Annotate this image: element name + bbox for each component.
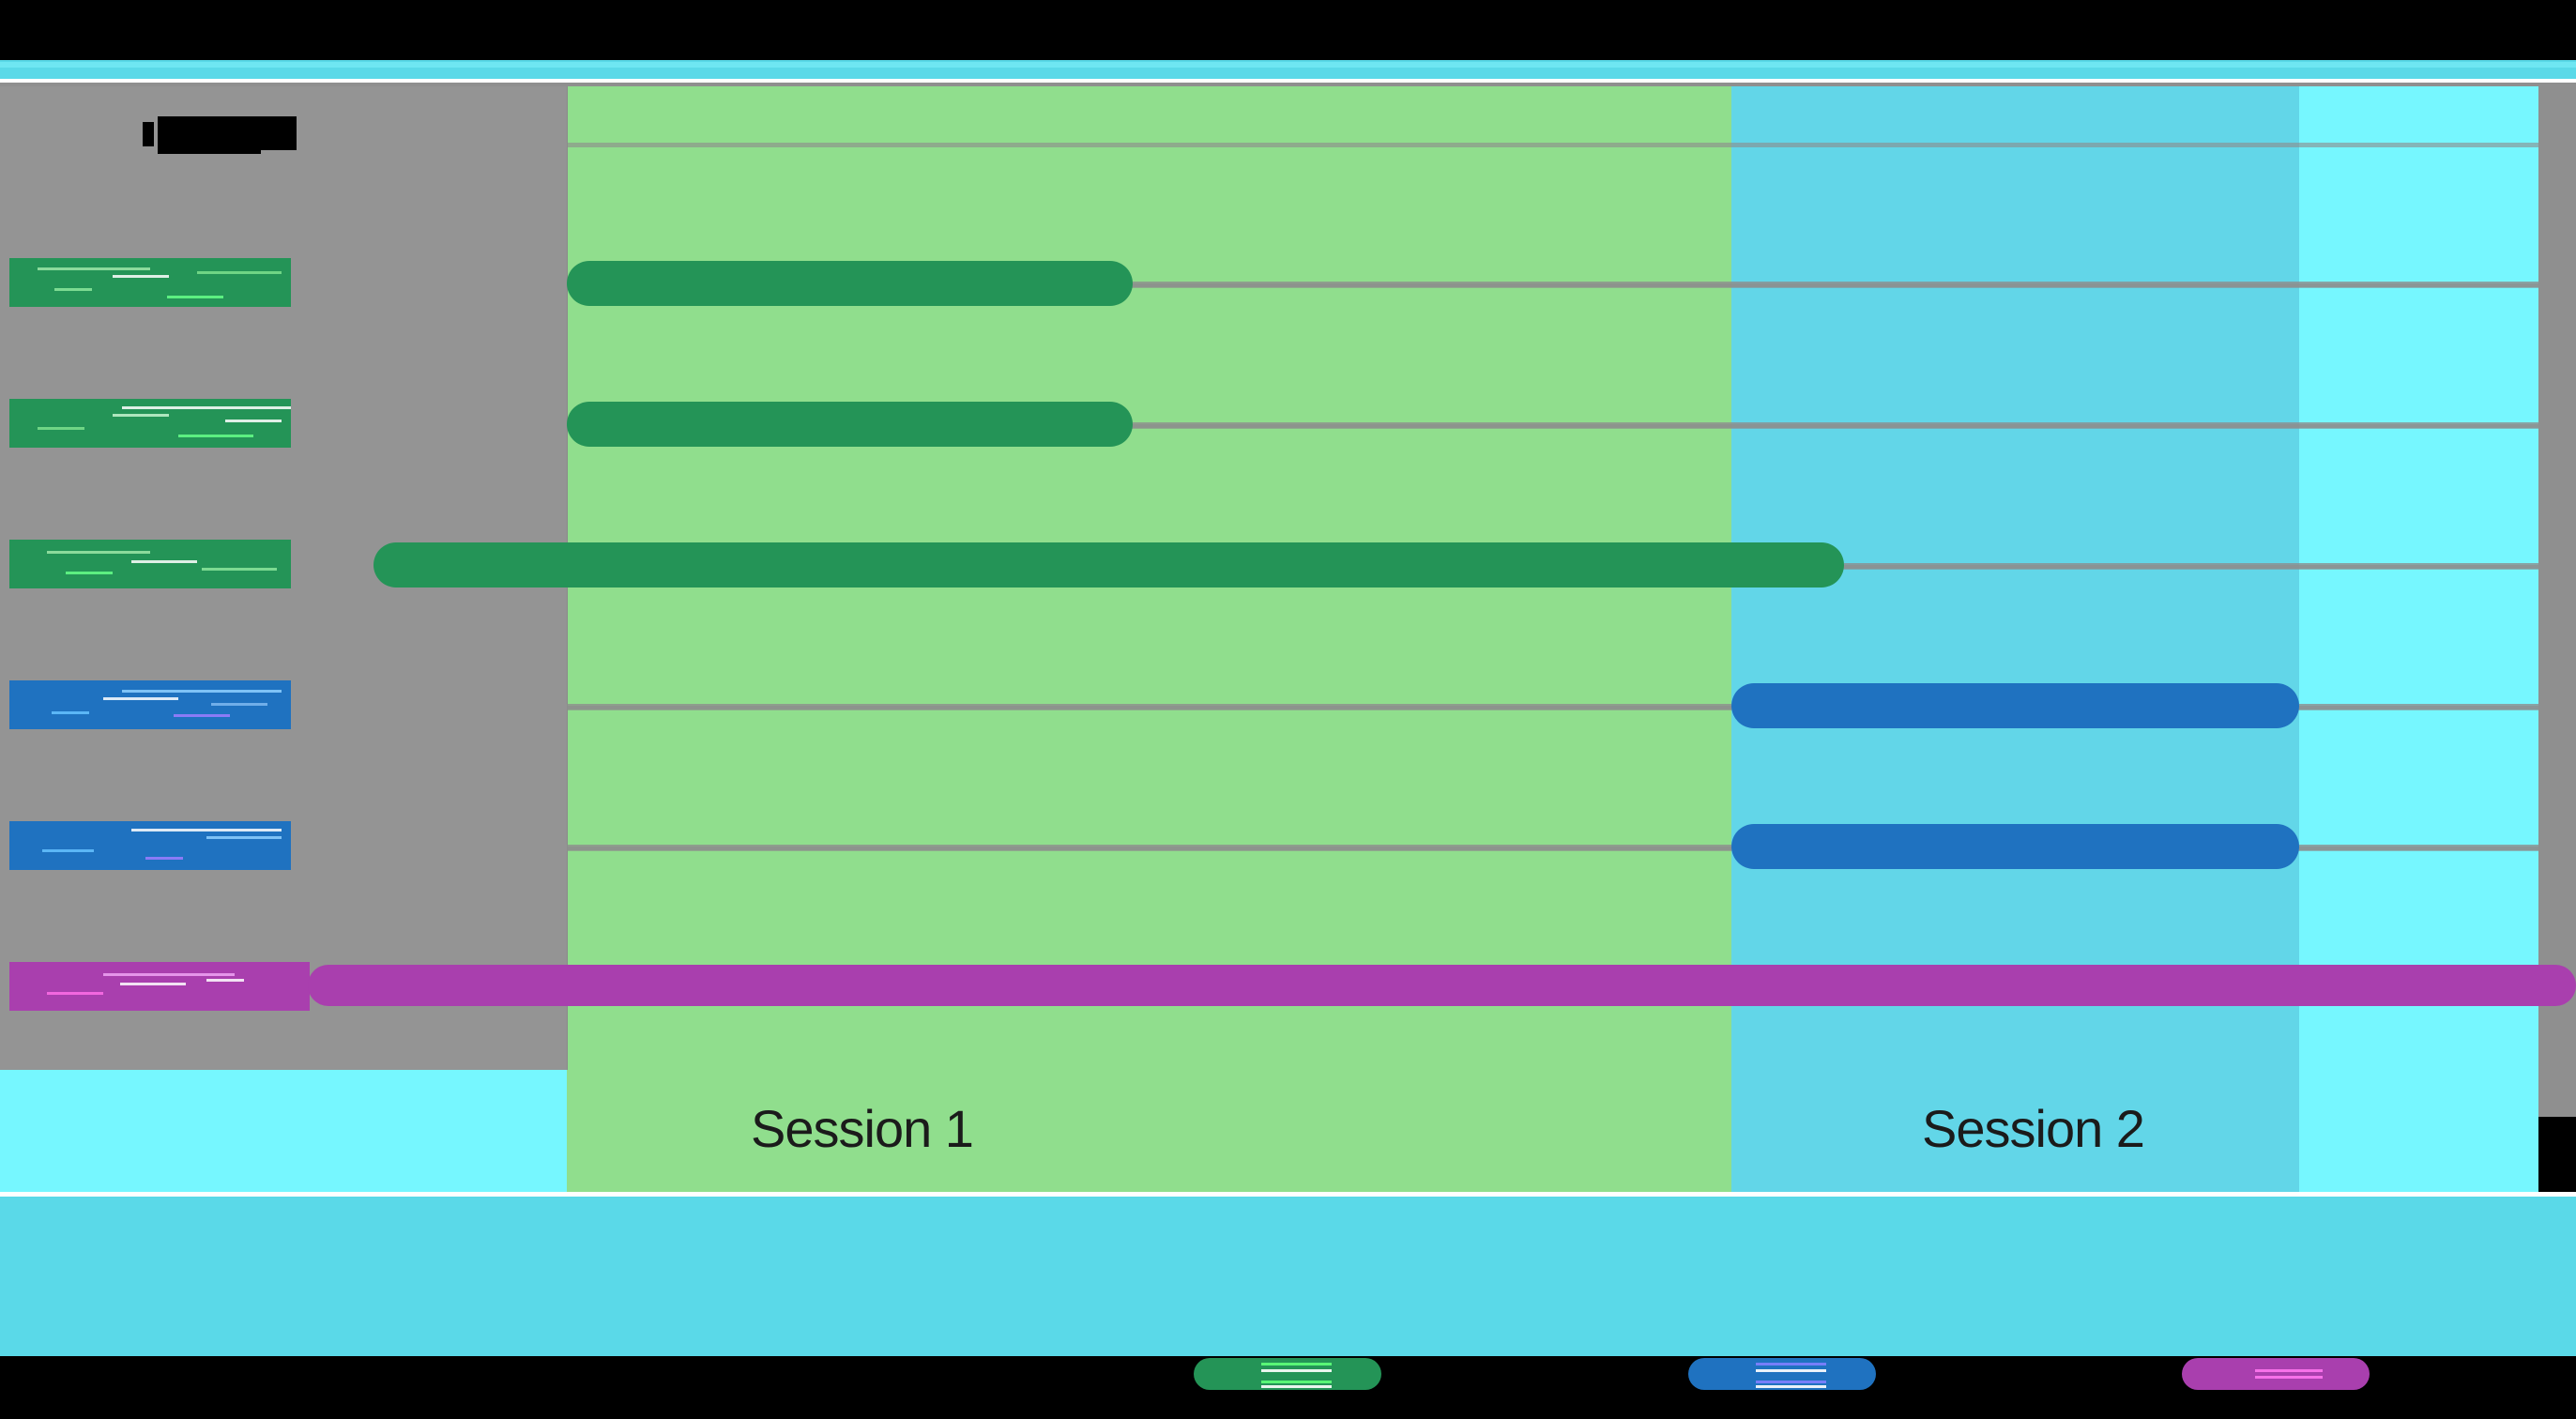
top-cyan-highlight bbox=[0, 62, 2576, 68]
bar-connector-3a bbox=[567, 704, 1731, 710]
bar-connector-3b bbox=[2299, 704, 2538, 710]
row-label-2[interactable] bbox=[9, 540, 291, 588]
row-label-0[interactable] bbox=[9, 258, 291, 307]
glitch-line bbox=[52, 711, 89, 714]
glitch-line bbox=[113, 414, 169, 417]
glitch-line bbox=[167, 296, 223, 298]
row-label-3[interactable] bbox=[9, 680, 291, 729]
session-band-2 bbox=[1731, 86, 2299, 1192]
glitch-line bbox=[2255, 1369, 2323, 1372]
glitch-line bbox=[211, 703, 267, 706]
glitch-line bbox=[178, 435, 253, 437]
chart-title-redacted bbox=[158, 116, 297, 150]
task-bar-0[interactable] bbox=[567, 261, 1133, 306]
row-label-4[interactable] bbox=[9, 821, 291, 870]
legend-item-0[interactable] bbox=[1194, 1358, 1381, 1390]
right-gray-margin bbox=[2538, 86, 2576, 1117]
legend-item-1[interactable] bbox=[1688, 1358, 1876, 1390]
task-bar-1[interactable] bbox=[567, 402, 1133, 447]
glitch-line bbox=[197, 271, 282, 274]
bar-connector-1 bbox=[1133, 422, 2538, 428]
glitch-line bbox=[54, 288, 92, 291]
glitch-line bbox=[103, 697, 178, 700]
task-bar-3[interactable] bbox=[1731, 683, 2299, 728]
chart-title-redacted-stem bbox=[143, 122, 154, 146]
legend-item-2[interactable] bbox=[2182, 1358, 2370, 1390]
glitch-line bbox=[122, 690, 282, 693]
chart-title-redacted-tail bbox=[158, 146, 261, 154]
top-gray-divider bbox=[0, 83, 2576, 86]
glitch-line bbox=[1261, 1363, 1332, 1366]
glitch-line bbox=[145, 857, 183, 860]
glitch-line bbox=[38, 427, 84, 430]
bar-connector-2 bbox=[1844, 563, 2538, 569]
glitch-line bbox=[206, 979, 244, 982]
glitch-line bbox=[66, 572, 113, 574]
bar-connector-4b bbox=[2299, 845, 2538, 850]
glitch-line bbox=[202, 568, 277, 571]
glitch-line bbox=[206, 836, 282, 839]
task-bar-5[interactable] bbox=[308, 965, 2576, 1006]
row-label-5[interactable] bbox=[9, 962, 310, 1011]
glitch-line bbox=[120, 983, 186, 985]
session-band-1 bbox=[567, 86, 1731, 1192]
bar-connector-4a bbox=[567, 845, 1731, 850]
glitch-line bbox=[42, 849, 94, 852]
glitch-line bbox=[122, 406, 291, 409]
glitch-line bbox=[1261, 1369, 1332, 1372]
glitch-line bbox=[47, 992, 103, 995]
footer-cyan-band bbox=[0, 1197, 2576, 1356]
glitch-line bbox=[131, 829, 282, 832]
glitch-line bbox=[38, 267, 150, 270]
glitch-line bbox=[2255, 1376, 2323, 1379]
session-2-label: Session 2 bbox=[1922, 1099, 2145, 1158]
glitch-line bbox=[103, 973, 235, 976]
gridline-row0 bbox=[567, 143, 2538, 147]
glitch-line bbox=[1756, 1369, 1826, 1372]
left-bottom-cyan-block bbox=[0, 1070, 567, 1197]
glitch-line bbox=[225, 420, 282, 422]
session-band-3 bbox=[2299, 86, 2538, 1192]
glitch-line bbox=[1756, 1381, 1826, 1383]
glitch-line bbox=[113, 275, 169, 278]
task-bar-2[interactable] bbox=[373, 542, 1844, 587]
glitch-line bbox=[174, 714, 230, 717]
glitch-line bbox=[1756, 1363, 1826, 1366]
glitch-line bbox=[1261, 1385, 1332, 1388]
footer-white-divider bbox=[0, 1192, 2576, 1197]
session-1-label: Session 1 bbox=[751, 1099, 974, 1158]
glitch-line bbox=[131, 560, 197, 563]
glitch-line bbox=[1261, 1381, 1332, 1383]
task-bar-4[interactable] bbox=[1731, 824, 2299, 869]
glitch-line bbox=[47, 551, 150, 554]
top-white-divider bbox=[0, 79, 2576, 83]
glitch-line bbox=[1756, 1385, 1826, 1388]
row-label-1[interactable] bbox=[9, 399, 291, 448]
bar-connector-0 bbox=[1133, 282, 2538, 287]
